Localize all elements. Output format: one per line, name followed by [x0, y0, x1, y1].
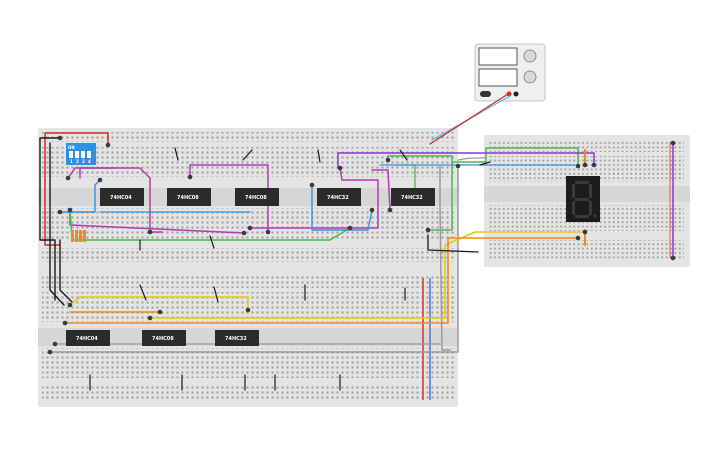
wire-green-2 — [387, 155, 453, 231]
dip-switch-position-4: 4 — [88, 159, 91, 164]
wire-black-ground-1 — [39, 137, 61, 301]
wire-blue-2 — [311, 184, 373, 231]
wire-gray-4 — [457, 157, 486, 161]
wire-purple-1 — [337, 152, 595, 169]
display-digit: 8 — [583, 205, 584, 207]
dip-switch-position-1: 1 — [70, 159, 73, 164]
wire-yellow-2 — [149, 231, 586, 319]
dip-switch-position-3: 3 — [82, 159, 85, 164]
chip-label: 74HC04 — [76, 336, 98, 342]
resistor-array[interactable] — [71, 230, 86, 242]
wire-supply-red — [429, 93, 509, 145]
chip-lower-3[interactable]: 74HC32 — [215, 330, 259, 346]
power-switch[interactable] — [480, 91, 491, 97]
chip-lower-1[interactable]: 74HC04 — [66, 330, 110, 346]
chip-label: 74HC32 — [401, 195, 423, 201]
chip-label: 74HC08 — [245, 195, 267, 201]
chip-upper-5[interactable]: 74HC32 — [391, 188, 435, 206]
wire-green-1 — [69, 209, 351, 241]
power-supply-icon[interactable] — [474, 43, 546, 102]
wire-yellow-1 — [69, 296, 249, 311]
current-knob[interactable] — [523, 70, 537, 84]
breadboard-lower[interactable] — [38, 270, 458, 407]
wire-blue-1 — [59, 179, 101, 213]
voltage-knob[interactable] — [523, 49, 537, 63]
chip-label: 74HC08 — [177, 195, 199, 201]
chip-label: 74HC04 — [110, 195, 132, 201]
wire-gray-2 — [49, 165, 459, 353]
chip-label: 74HC32 — [327, 195, 349, 201]
wire-magenta-6 — [79, 167, 116, 179]
chip-upper-2[interactable]: 74HC08 — [167, 188, 211, 206]
chip-upper-4[interactable]: 74HC32 — [317, 188, 361, 206]
chip-label: 74HC32 — [225, 336, 247, 342]
wire-black-ground-2 — [49, 142, 65, 306]
wires — [39, 93, 676, 391]
chip-upper-3[interactable]: 74HC08 — [235, 188, 279, 206]
chip-label: 74HC08 — [152, 336, 174, 342]
wire-magenta-4 — [249, 167, 379, 229]
wire-magenta-5 — [371, 169, 391, 211]
wire-gray-1 — [439, 164, 451, 351]
dip-switch-position-2: 2 — [76, 159, 79, 164]
wire-black-ground-3 — [59, 239, 73, 303]
seven-segment-display-icon[interactable]: 8 — [566, 176, 600, 222]
chip-lower-2[interactable]: 74HC08 — [142, 330, 186, 346]
wire-orange-1 — [64, 237, 579, 324]
chip-upper-1[interactable]: 74HC04 — [100, 188, 144, 206]
dip-switch-icon[interactable]: ON 1 2 3 4 — [66, 143, 96, 165]
dip-switch-on-label: ON — [68, 145, 75, 150]
wire-green-3 — [451, 147, 579, 167]
